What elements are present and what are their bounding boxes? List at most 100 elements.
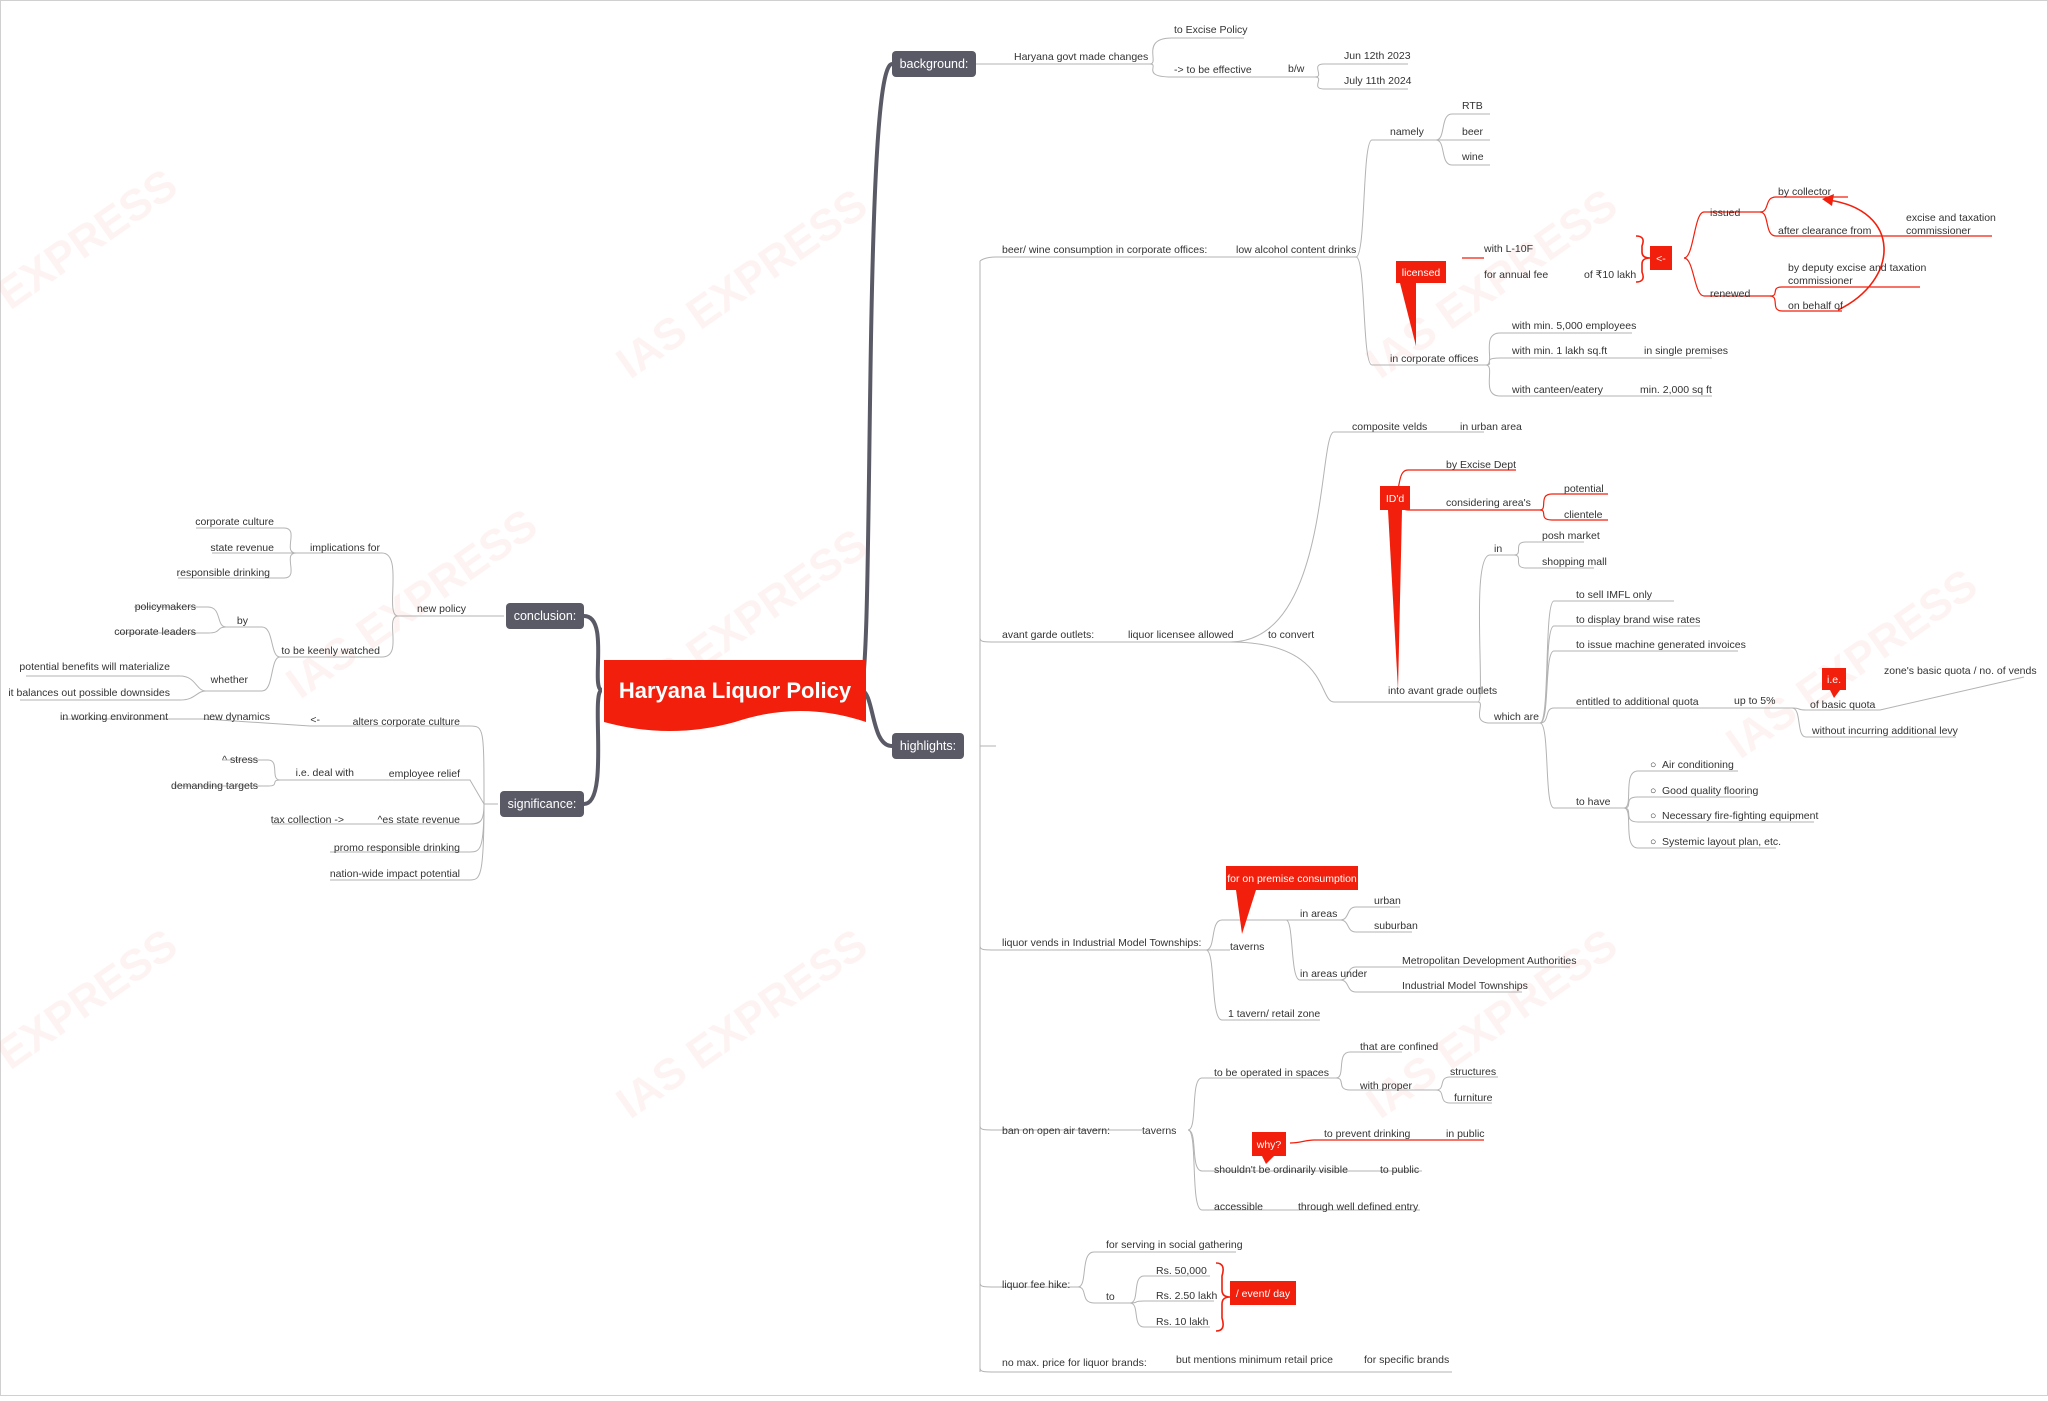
node-to[interactable]: to	[1106, 1291, 1115, 1303]
node-taverns[interactable]: taverns	[1230, 941, 1264, 953]
node-10-lakh[interactable]: of ₹10 lakh	[1584, 269, 1636, 281]
node-fee-title[interactable]: liquor fee hike:	[1002, 1279, 1070, 1291]
node-new-policy[interactable]: new policy	[417, 603, 467, 615]
node-deputy-1[interactable]: by deputy excise and taxation	[1788, 262, 1927, 274]
node-clientele[interactable]: clientele	[1564, 509, 1603, 521]
node-basic-quota[interactable]: of basic quota	[1810, 699, 1876, 711]
node-convert[interactable]: to convert	[1268, 629, 1314, 641]
node-licensee-allowed[interactable]: liquor licensee allowed	[1128, 629, 1234, 641]
node-deal[interactable]: i.e. deal with	[296, 767, 355, 779]
node-proper[interactable]: with proper	[1359, 1080, 1412, 1092]
node-levy[interactable]: without incurring additional levy	[1811, 725, 1959, 737]
node-urban-area[interactable]: in urban area	[1460, 421, 1522, 433]
node-date1[interactable]: Jun 12th 2023	[1344, 50, 1411, 62]
node-considering[interactable]: considering area's	[1446, 497, 1531, 509]
node-date2[interactable]: July 11th 2024	[1344, 75, 1412, 87]
node-furniture[interactable]: furniture	[1454, 1092, 1493, 1104]
node-behalf[interactable]: on behalf of	[1788, 300, 1843, 312]
node-mrp[interactable]: but mentions minimum retail price	[1176, 1354, 1333, 1366]
root-node[interactable]: Haryana Liquor Policy	[604, 660, 866, 731]
node-areas-under[interactable]: in areas under	[1300, 968, 1368, 980]
node-effective[interactable]: -> to be effective	[1174, 64, 1252, 76]
node-watched[interactable]: to be keenly watched	[281, 645, 380, 657]
node-in-areas[interactable]: in areas	[1300, 908, 1337, 920]
node-clearance[interactable]: after clearance from	[1778, 225, 1872, 237]
node-arrow[interactable]: <-	[310, 714, 320, 726]
node-suburban[interactable]: suburban	[1374, 920, 1418, 932]
node-l10f[interactable]: with L-10F	[1483, 243, 1533, 255]
node-implications[interactable]: implications for	[310, 542, 381, 554]
node-alters[interactable]: alters corporate culture	[353, 716, 461, 728]
node-structures[interactable]: structures	[1450, 1066, 1496, 1078]
node-layout[interactable]: Systemic layout plan, etc.	[1662, 836, 1781, 848]
node-upto[interactable]: up to 5%	[1734, 695, 1775, 707]
node-whether[interactable]: whether	[210, 674, 249, 686]
node-nation[interactable]: nation-wide impact potential	[330, 868, 460, 880]
node-relief[interactable]: employee relief	[389, 768, 460, 780]
node-in-public[interactable]: in public	[1446, 1128, 1485, 1140]
node-by-collector[interactable]: by collector	[1778, 186, 1832, 198]
node-stress[interactable]: ^ stress	[222, 754, 258, 766]
node-one-tavern[interactable]: 1 tavern/ retail zone	[1228, 1008, 1320, 1020]
node-maxprice-title[interactable]: no max. price for liquor brands:	[1002, 1357, 1147, 1369]
node-downsides[interactable]: it balances out possible downsides	[8, 687, 170, 699]
node-into-avant[interactable]: into avant grade outlets	[1388, 685, 1497, 697]
node-revenue[interactable]: state revenue	[210, 542, 274, 554]
node-display[interactable]: to display brand wise rates	[1576, 614, 1700, 626]
node-low-alcohol[interactable]: low alcohol content drinks	[1236, 244, 1356, 256]
node-policymakers[interactable]: policymakers	[135, 601, 196, 613]
node-posh[interactable]: posh market	[1542, 530, 1600, 542]
node-flooring[interactable]: Good quality flooring	[1662, 785, 1758, 797]
node-bw[interactable]: b/w	[1288, 63, 1305, 75]
node-entitled[interactable]: entitled to additional quota	[1576, 696, 1699, 708]
node-avant-title[interactable]: avant garde outlets:	[1002, 629, 1094, 641]
node-tax-collection[interactable]: tax collection ->	[271, 814, 344, 826]
node-specific-brands[interactable]: for specific brands	[1364, 1354, 1449, 1366]
node-beer[interactable]: beer	[1462, 126, 1484, 138]
node-excise-dept[interactable]: by Excise Dept	[1446, 459, 1516, 471]
node-serving[interactable]: for serving in social gathering	[1106, 1239, 1243, 1251]
node-confined[interactable]: that are confined	[1360, 1041, 1438, 1053]
branch-conclusion[interactable]: conclusion:	[506, 603, 584, 629]
node-mda[interactable]: Metropolitan Development Authorities	[1402, 955, 1577, 967]
node-fee-10[interactable]: Rs. 10 lakh	[1156, 1316, 1209, 1328]
node-min-sqft[interactable]: min. 2,000 sq ft	[1640, 384, 1712, 396]
node-employees[interactable]: with min. 5,000 employees	[1511, 320, 1636, 332]
node-prevent[interactable]: to prevent drinking	[1324, 1128, 1411, 1140]
node-fire[interactable]: Necessary fire-fighting equipment	[1662, 810, 1818, 822]
node-culture[interactable]: corporate culture	[195, 516, 274, 528]
node-benefits[interactable]: potential benefits will materialize	[19, 661, 170, 673]
node-imfl[interactable]: to sell IMFL only	[1576, 589, 1653, 601]
node-renewed[interactable]: renewed	[1710, 288, 1750, 300]
node-sqft[interactable]: with min. 1 lakh sq.ft	[1511, 345, 1607, 357]
node-ban-title[interactable]: ban on open air tavern:	[1002, 1125, 1110, 1137]
node-entry[interactable]: through well defined entry	[1298, 1201, 1419, 1213]
node-dynamics[interactable]: new dynamics	[203, 711, 270, 723]
branch-highlights[interactable]: highlights:	[892, 733, 964, 759]
branch-significance[interactable]: significance:	[500, 791, 584, 817]
node-which-are[interactable]: which are	[1493, 711, 1539, 723]
node-state-revenue[interactable]: ^es state revenue	[377, 814, 460, 826]
node-urban[interactable]: urban	[1374, 895, 1401, 907]
node-in[interactable]: in	[1494, 543, 1502, 555]
node-changes[interactable]: Haryana govt made changes	[1014, 51, 1148, 63]
node-visible[interactable]: shouldn't be ordinarily visible	[1214, 1164, 1348, 1176]
node-responsible[interactable]: responsible drinking	[177, 567, 271, 579]
node-canteen[interactable]: with canteen/eatery	[1511, 384, 1604, 396]
node-ac[interactable]: Air conditioning	[1662, 759, 1734, 771]
node-to-public[interactable]: to public	[1380, 1164, 1419, 1176]
node-composite[interactable]: composite velds	[1352, 421, 1427, 433]
node-premises[interactable]: in single premises	[1644, 345, 1728, 357]
node-excise-policy[interactable]: to Excise Policy	[1174, 24, 1248, 36]
node-targets[interactable]: demanding targets	[171, 780, 258, 792]
node-invoices[interactable]: to issue machine generated invoices	[1576, 639, 1746, 651]
node-accessible[interactable]: accessible	[1214, 1201, 1263, 1213]
node-by[interactable]: by	[237, 615, 249, 627]
node-vends-title[interactable]: liquor vends in Industrial Model Townshi…	[1002, 937, 1201, 949]
node-fee-250[interactable]: Rs. 2.50 lakh	[1156, 1290, 1217, 1302]
node-corporate-offices[interactable]: in corporate offices	[1390, 353, 1479, 365]
node-imt[interactable]: Industrial Model Townships	[1402, 980, 1528, 992]
branch-background[interactable]: background:	[892, 51, 976, 77]
node-operated[interactable]: to be operated in spaces	[1214, 1067, 1329, 1079]
node-leaders[interactable]: corporate leaders	[114, 626, 196, 638]
